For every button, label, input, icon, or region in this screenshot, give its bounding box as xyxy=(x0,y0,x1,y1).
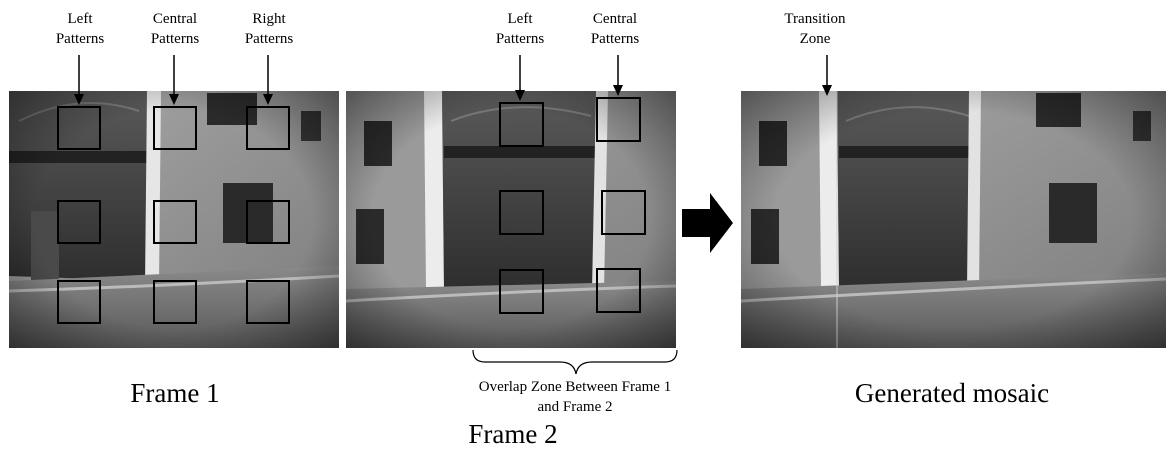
frame1-right-patterns-label: Right Patterns xyxy=(244,11,294,47)
frame2-central-pointer-arrow xyxy=(613,55,623,96)
frame1-central-pattern-bottom xyxy=(153,280,197,324)
mosaic-direction-arrow xyxy=(682,193,733,253)
mosaic-caption: Generated mosaic xyxy=(854,378,1050,408)
transition-zone-label: Transition Zone xyxy=(784,11,846,47)
frame1-central-pointer-arrow xyxy=(169,55,179,105)
mosaic-image xyxy=(741,91,1166,348)
frame2-central-pattern-bottom xyxy=(596,268,641,313)
transition-zone-pointer-arrow xyxy=(822,55,832,96)
frame1-left-patterns-label: Left Patterns xyxy=(55,11,105,47)
frame1-caption: Frame 1 xyxy=(130,378,220,408)
frame1-left-pointer-arrow xyxy=(74,55,84,105)
frame2-caption: Frame 2 xyxy=(468,419,558,449)
frame2-left-pattern-bottom xyxy=(499,269,544,314)
frame2-central-pattern-middle xyxy=(601,190,646,235)
frame2-central-patterns-label: Central Patterns xyxy=(590,11,640,47)
frame1-left-pattern-top xyxy=(57,106,101,150)
frame1-central-patterns-label: Central Patterns xyxy=(150,11,200,47)
frame2-image xyxy=(346,91,676,348)
overlap-zone-label: Overlap Zone Between Frame 1 and Frame 2 xyxy=(478,379,672,415)
frame2-left-patterns-label: Left Patterns xyxy=(495,11,545,47)
frame1-right-pointer-arrow xyxy=(263,55,273,105)
frame2-left-pattern-top xyxy=(499,102,544,147)
frame1-right-pattern-bottom xyxy=(246,280,290,324)
overlap-zone-brace xyxy=(472,349,678,375)
frame1-image xyxy=(9,91,339,348)
frame1-central-pattern-top xyxy=(153,106,197,150)
frame1-right-pattern-middle xyxy=(246,200,290,244)
frame1-left-pattern-middle xyxy=(57,200,101,244)
frame1-central-pattern-middle xyxy=(153,200,197,244)
frame2-central-pattern-top xyxy=(596,97,641,142)
frame1-right-pattern-top xyxy=(246,106,290,150)
frame1-left-pattern-bottom xyxy=(57,280,101,324)
frame2-left-pattern-middle xyxy=(499,190,544,235)
frame2-left-pointer-arrow xyxy=(515,55,525,101)
